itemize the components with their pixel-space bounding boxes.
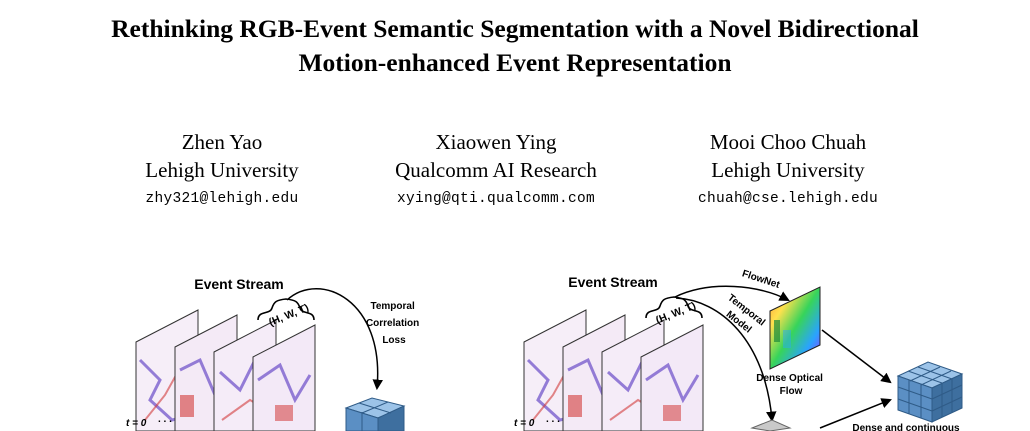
loss-label: Temporal Correlation Loss — [366, 301, 422, 346]
optical-flow-map — [769, 286, 821, 370]
loss-label-line: Temporal — [370, 301, 414, 312]
author-block-1: Zhen Yao Lehigh University zhy321@lehigh… — [72, 128, 372, 214]
optical-flow-label: Dense Optical Flow — [756, 373, 825, 397]
time-dots: . . . — [546, 414, 560, 425]
title-line-1: Rethinking RGB-Event Semantic Segmentati… — [111, 14, 919, 43]
time-dots: . . . — [158, 414, 172, 425]
dense-continuous-label: Dense and continuous — [852, 423, 960, 431]
gray-cube — [750, 419, 792, 431]
left-panel: Event Stream (H — [126, 276, 422, 431]
author-name: Mooi Choo Chuah — [709, 130, 867, 154]
author-name: Xiaowen Ying — [435, 130, 557, 154]
event-stream-label: Event Stream — [194, 276, 283, 292]
dimension-brace — [645, 296, 703, 319]
paper-title: Rethinking RGB-Event Semantic Segmentati… — [0, 12, 1030, 80]
author-block-3: Mooi Choo Chuah Lehigh University chuah@… — [638, 128, 938, 214]
author-email: xying@qti.qualcomm.com — [396, 191, 596, 207]
dimension-brace — [257, 298, 315, 321]
author-affiliation: Lehigh University — [711, 158, 865, 182]
event-frame — [640, 324, 704, 431]
author-affiliation: Qualcomm AI Research — [395, 158, 597, 182]
model-to-cube-arrow — [819, 398, 892, 429]
optical-flow-line: Dense Optical — [756, 373, 823, 384]
optical-flow-line: Flow — [780, 386, 803, 397]
output-cube — [896, 361, 964, 423]
flow-to-cube-arrow — [821, 329, 892, 384]
temporal-model-arrow — [675, 297, 777, 423]
author-block-2: Xiaowen Ying Qualcomm AI Research xying@… — [346, 128, 646, 214]
event-frame — [252, 324, 316, 431]
loss-label-line: Correlation — [366, 318, 419, 329]
temporal-model-label: Temporal Model — [717, 292, 769, 341]
time-label: t = 0 — [514, 418, 535, 429]
author-name: Zhen Yao — [181, 130, 263, 154]
author-affiliation: Lehigh University — [145, 158, 299, 182]
flownet-arrow — [674, 285, 790, 301]
right-panel: Event Stream (H — [514, 268, 964, 431]
loss-label-line: Loss — [382, 335, 406, 346]
loss-arrow — [286, 288, 383, 391]
time-label: t = 0 — [126, 418, 147, 429]
event-stream-label: Event Stream — [568, 274, 657, 290]
title-line-2: Motion-enhanced Event Representation — [298, 48, 732, 77]
output-cube — [344, 397, 406, 431]
event-frame-stack — [135, 309, 316, 431]
author-email: chuah@cse.lehigh.edu — [697, 191, 879, 207]
event-frame-stack — [523, 309, 704, 431]
author-email: zhy321@lehigh.edu — [145, 191, 299, 207]
